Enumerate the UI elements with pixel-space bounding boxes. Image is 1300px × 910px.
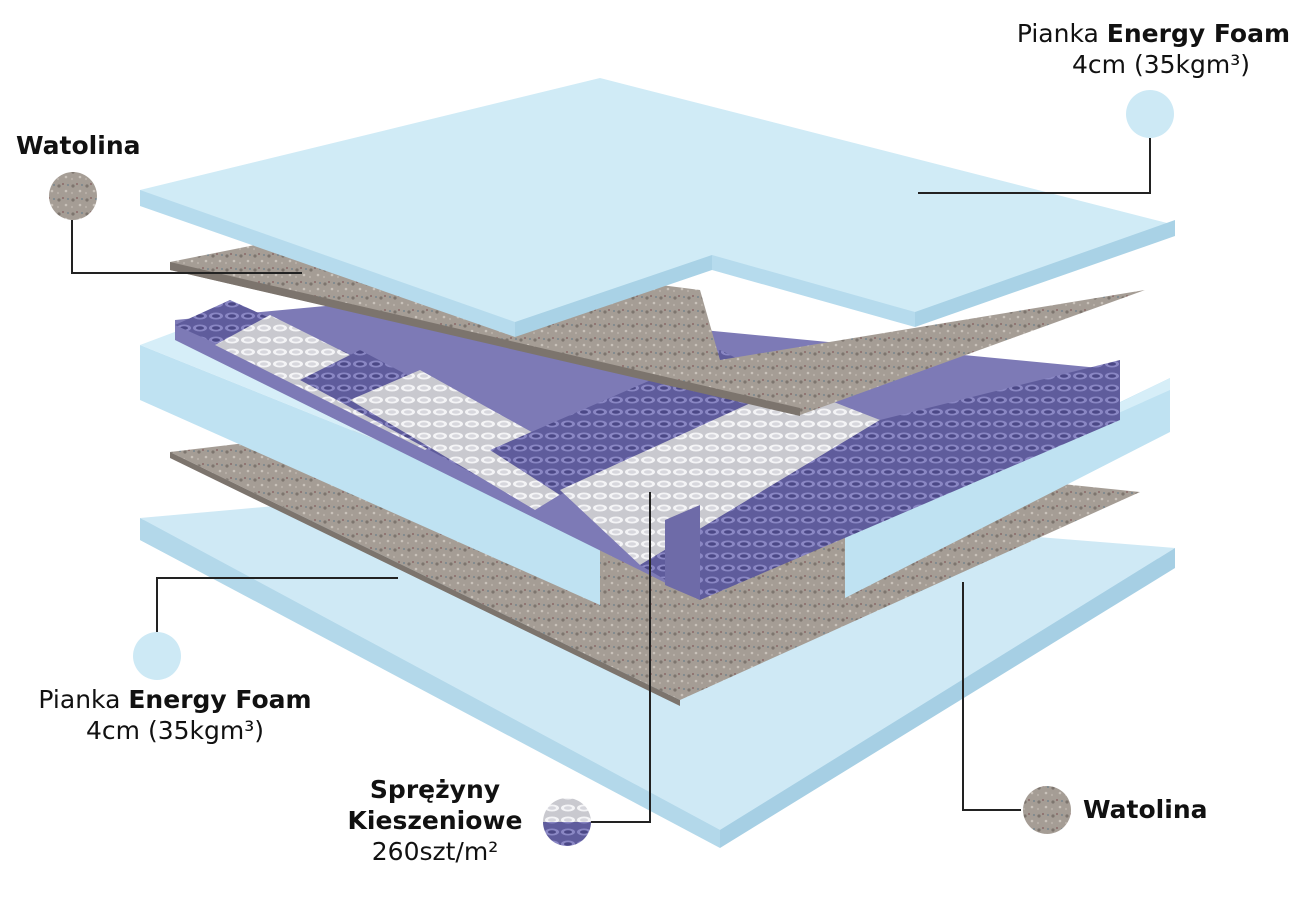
springs-spec: 260szt/m² [371,837,499,866]
springs-line2: Kieszeniowe [347,806,523,835]
top-foam-name: Energy Foam [1106,19,1290,48]
bottom-batting-name: Watolina [1083,795,1208,824]
bottom-batting-swatch [1023,786,1071,834]
top-foam-label: Pianka Energy Foam 4cm (35kgm³) [1017,18,1290,80]
bottom-foam-name: Energy Foam [128,685,312,714]
bottom-batting-label: Watolina [1083,794,1208,825]
springs-line1: Sprężyny [369,775,501,804]
top-batting-name: Watolina [16,131,141,160]
bottom-foam-leader-line [156,577,398,632]
bottom-foam-prefix: Pianka [38,685,129,714]
springs-label: Sprężyny Kieszeniowe 260szt/m² [340,774,530,867]
bottom-foam-spec: 4cm (35kgm³) [86,716,264,745]
bottom-foam-swatch [133,632,181,680]
top-batting-leader-line [71,220,302,274]
springs-leader-line [590,492,651,823]
top-foam-swatch [1126,90,1174,138]
bottom-foam-label: Pianka Energy Foam 4cm (35kgm³) [20,684,330,746]
top-foam-prefix: Pianka [1016,19,1107,48]
top-foam-leader-line [918,138,1151,194]
top-foam-layer [140,78,1175,337]
top-batting-label: Watolina [16,130,141,161]
top-foam-spec: 4cm (35kgm³) [1072,50,1250,79]
top-batting-swatch [49,172,97,220]
bottom-batting-leader-line [962,582,1021,811]
springs-swatch [543,798,591,846]
